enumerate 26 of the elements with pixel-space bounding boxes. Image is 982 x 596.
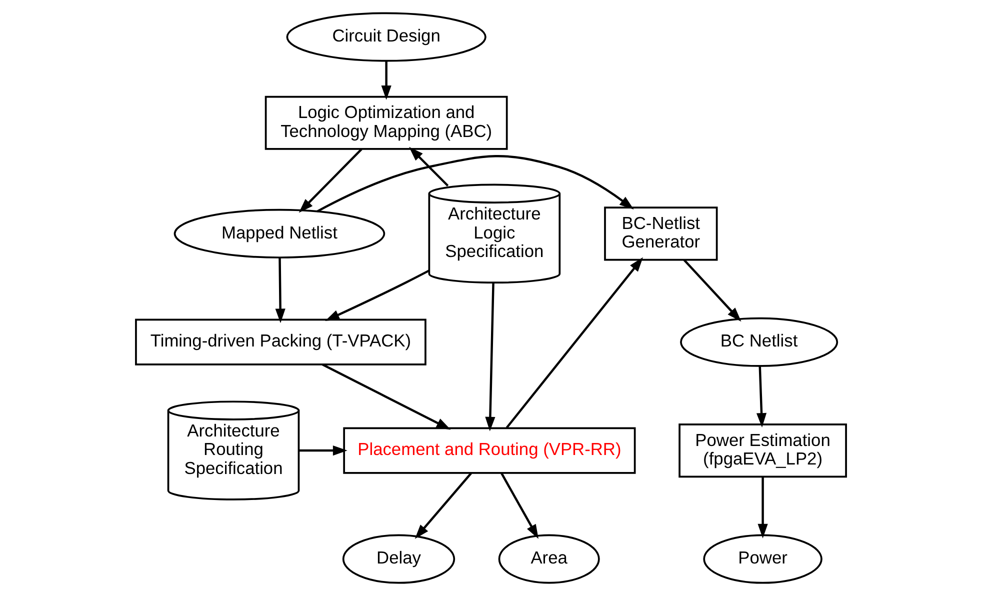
node-box: BC-Netlist Generator bbox=[604, 206, 718, 261]
arrow bbox=[298, 148, 362, 213]
node-ellipse: Delay bbox=[342, 534, 456, 584]
arrow bbox=[299, 446, 348, 456]
node-ellipse: Area bbox=[498, 534, 600, 584]
node-ellipse: Power bbox=[703, 534, 822, 584]
arrow bbox=[414, 472, 472, 539]
node-ellipse: Circuit Design bbox=[286, 12, 486, 62]
node-ellipse: Mapped Netlist bbox=[174, 208, 386, 258]
node-box: Timing-driven Packing (T-VPACK) bbox=[135, 318, 426, 366]
arrow bbox=[485, 282, 496, 432]
arrow bbox=[316, 155, 634, 212]
arrow bbox=[409, 146, 449, 187]
arrow bbox=[381, 61, 392, 100]
arrow bbox=[322, 364, 451, 430]
arrow bbox=[325, 270, 430, 321]
arrow bbox=[275, 258, 286, 324]
node-ellipse: BC Netlist bbox=[680, 317, 838, 367]
arrow bbox=[756, 366, 767, 428]
node-box: Power Estimation (fpgaEVA_LP2) bbox=[678, 424, 847, 478]
arrow bbox=[506, 257, 644, 428]
arrow bbox=[758, 476, 768, 538]
arrow bbox=[500, 472, 538, 539]
node-box: Logic Optimization and Technology Mapping (ABC) bbox=[264, 96, 508, 150]
node-box: Placement and Routing (VPR-RR) bbox=[343, 427, 636, 474]
arrow bbox=[683, 259, 742, 322]
